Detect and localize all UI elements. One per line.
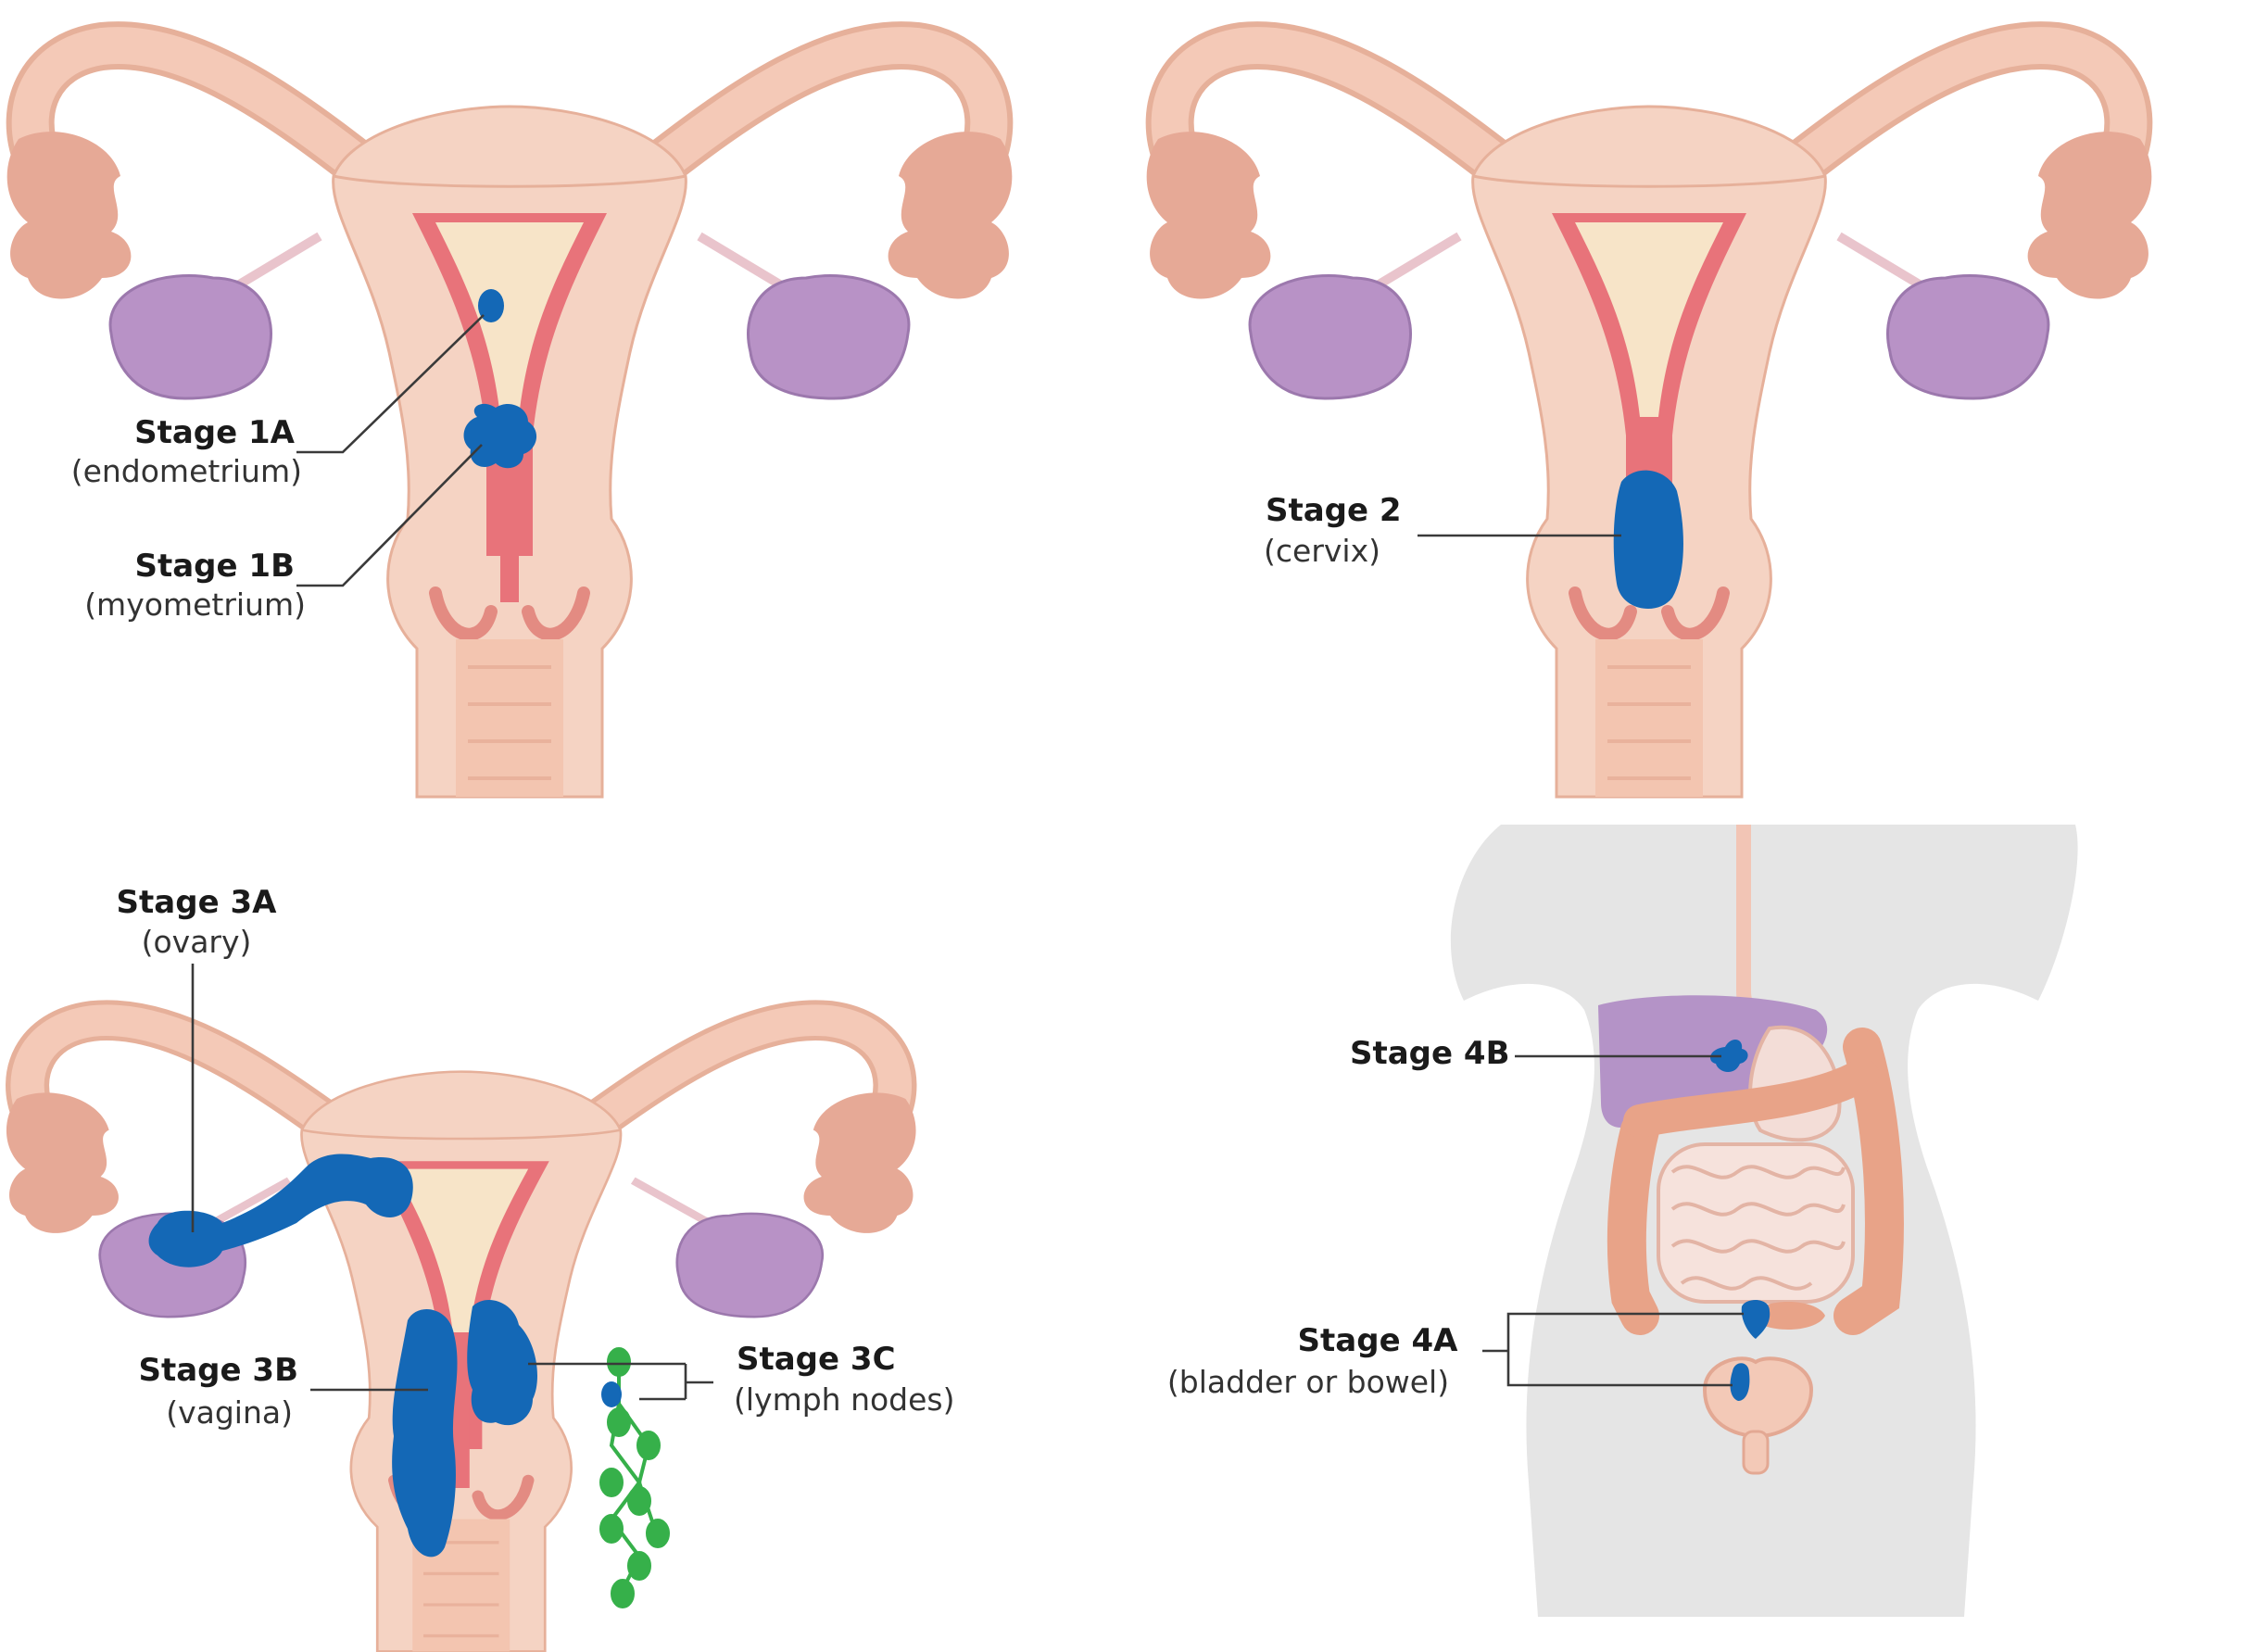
leader-stage-4a bbox=[1482, 1312, 1744, 1387]
tumour-stage-3b bbox=[392, 1309, 458, 1557]
tumour-stage-3a bbox=[148, 1154, 413, 1267]
tumour-stage-4a-bowel bbox=[1741, 1300, 1770, 1339]
lymph-node-chain bbox=[599, 1347, 670, 1608]
panel-stage-3 bbox=[6, 1020, 916, 1651]
label-stage-3b-sub: (vagina) bbox=[166, 1394, 293, 1431]
label-stage-3b-title: Stage 3B bbox=[139, 1352, 299, 1389]
label-stage-3c-sub: (lymph nodes) bbox=[734, 1381, 955, 1418]
tumour-stage-3c bbox=[601, 1381, 622, 1407]
label-stage-2-sub: (cervix) bbox=[1264, 533, 1380, 569]
panel-stage-4: Stage 4B Stage 4A (bladder or bowel) bbox=[1167, 825, 2078, 1617]
label-stage-3c-title: Stage 3C bbox=[737, 1341, 896, 1378]
label-stage-2-title: Stage 2 bbox=[1266, 492, 1402, 529]
label-stage-4a-title: Stage 4A bbox=[1298, 1322, 1459, 1359]
panel-stage-3-overlay: Stage 3A (ovary) Stage 3B (vagina) Stage… bbox=[117, 884, 955, 1608]
tumour-stage-1b bbox=[463, 403, 537, 469]
label-stage-1a-sub: (endometrium) bbox=[71, 453, 302, 489]
panel-stage-1: Stage 1A (endometrium) Stage 1B (myometr… bbox=[7, 45, 1013, 797]
tumour-stage-4a-bladder bbox=[1730, 1363, 1750, 1401]
label-stage-3a-sub: (ovary) bbox=[142, 924, 252, 960]
label-stage-1a-title: Stage 1A bbox=[134, 414, 296, 451]
panel-stage-2: Stage 2 (cervix) bbox=[1147, 45, 2152, 797]
label-stage-1b-sub: (myometrium) bbox=[84, 586, 306, 623]
label-stage-4b-title: Stage 4B bbox=[1350, 1035, 1510, 1072]
leader-stage-1a bbox=[296, 314, 485, 454]
tumour-stage-1a bbox=[478, 289, 504, 322]
tumour-stage-2 bbox=[1613, 470, 1683, 609]
label-stage-1b-title: Stage 1B bbox=[135, 548, 296, 585]
label-stage-3a-title: Stage 3A bbox=[117, 884, 278, 921]
uterus-illustration bbox=[6, 1020, 916, 1651]
leader-stage-3c bbox=[528, 1362, 713, 1401]
tumour-stage-3b-right bbox=[467, 1299, 537, 1426]
leader-stage-1b bbox=[296, 444, 483, 587]
bladder bbox=[1702, 1356, 1814, 1439]
tumour-stage-4b bbox=[1710, 1039, 1748, 1073]
uterus-illustration bbox=[1147, 45, 2152, 797]
label-stage-4a-sub: (bladder or bowel) bbox=[1167, 1364, 1449, 1400]
